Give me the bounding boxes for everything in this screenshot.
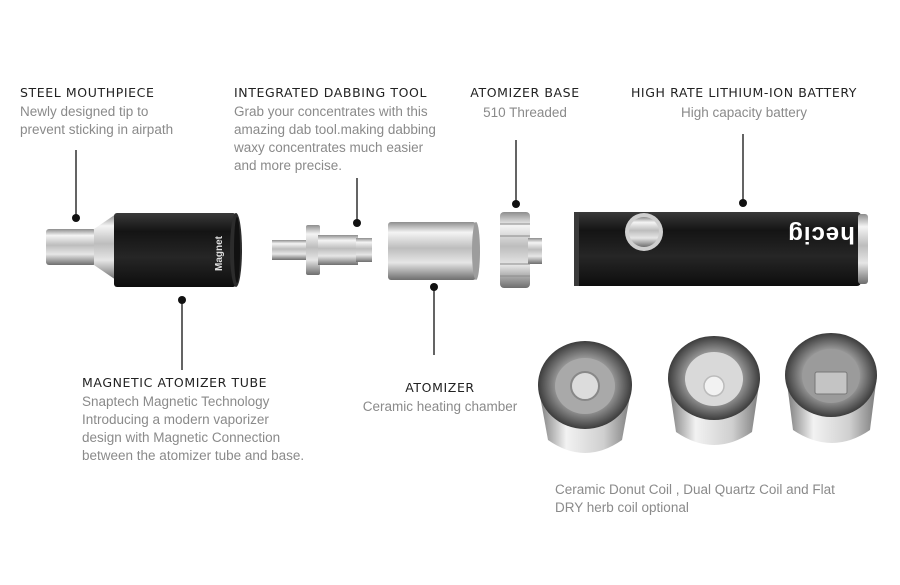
callout-coil-options: Ceramic Donut Coil , Dual Quartz Coil an… — [555, 481, 835, 517]
callout-magnetic-atomizer-tube: MAGNETIC ATOMIZER TUBE Snaptech Magnetic… — [82, 375, 304, 465]
callout-title: ATOMIZER — [405, 380, 475, 395]
flat-dry-herb-coil-cup — [785, 333, 877, 443]
atomizer-base — [500, 212, 542, 288]
callout-title: INTEGRATED DABBING TOOL — [234, 85, 428, 100]
callout-description: Ceramic heating chamber — [362, 399, 518, 414]
coil-cups — [538, 333, 877, 453]
ceramic-donut-coil-cup — [538, 341, 632, 453]
callout-description: 510 Threaded — [483, 105, 567, 120]
battery — [574, 212, 868, 286]
callout-description: Newly designed tip to prevent sticking i… — [20, 104, 174, 137]
callout-title: MAGNETIC ATOMIZER TUBE — [82, 375, 268, 390]
callout-atomizer: ATOMIZER Ceramic heating chamber — [350, 380, 530, 416]
callout-integrated-dabbing-tool: INTEGRATED DABBING TOOL Grab your concen… — [234, 85, 436, 175]
dual-quartz-coil-cup — [668, 336, 760, 445]
callout-description: Grab your concentrates with this amazing… — [234, 104, 436, 173]
callout-title: STEEL MOUTHPIECE — [20, 85, 155, 100]
steel-mouthpiece — [46, 214, 116, 280]
atomizer — [388, 222, 480, 280]
callout-title: HIGH RATE LITHIUM-ION BATTERY — [630, 85, 858, 100]
callout-title: ATOMIZER BASE — [470, 85, 580, 100]
callout-description: Ceramic Donut Coil , Dual Quartz Coil an… — [555, 482, 835, 515]
magnetic-atomizer-tube — [114, 213, 242, 287]
callout-high-rate-lithium-ion-battery: HIGH RATE LITHIUM-ION BATTERY High capac… — [610, 85, 878, 122]
tube-print: Magnet — [214, 236, 225, 271]
callout-description: Snaptech Magnetic Technology Introducing… — [82, 394, 305, 463]
dabbing-tool — [272, 225, 372, 275]
leader-lines — [72, 134, 747, 370]
callout-steel-mouthpiece: STEEL MOUTHPIECE Newly designed tip to p… — [20, 85, 173, 139]
callout-atomizer-base: ATOMIZER BASE 510 Threaded — [456, 85, 594, 122]
battery-brand-logo: hecig — [787, 221, 855, 248]
callout-description: High capacity battery — [680, 105, 808, 120]
